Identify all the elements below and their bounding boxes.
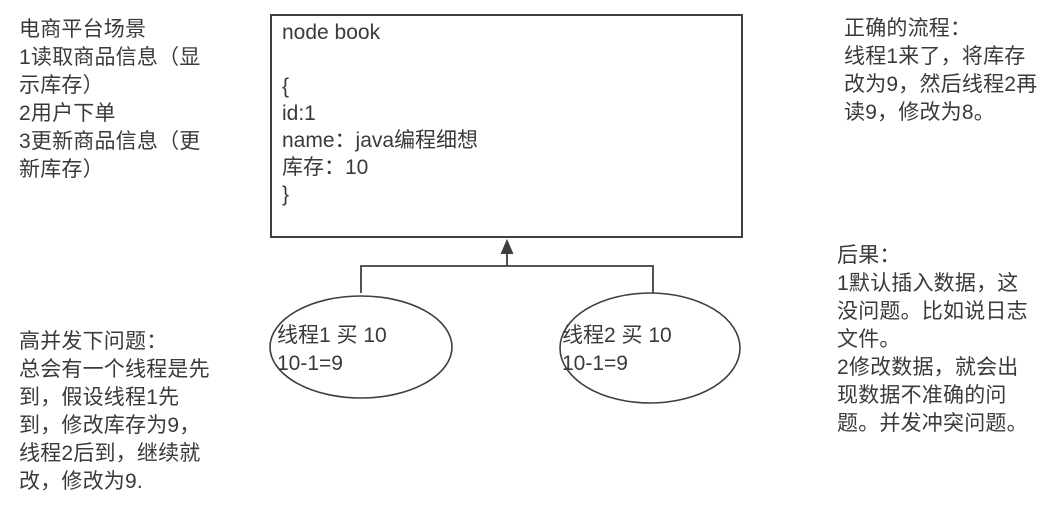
connector-bracket — [360, 265, 654, 293]
consequence-note: 后果： 1默认插入数据，这 没问题。比如说日志 文件。 2修改数据，就会出 现数… — [837, 244, 1028, 435]
scenario-note: 电商平台场景 1读取商品信息（显 示库存） 2用户下单 3更新商品信息（更 新库… — [19, 18, 201, 181]
node-book-box: node book { id:1 name：java编程细想 库存：10 } — [270, 14, 743, 238]
arrow-up-icon — [500, 239, 514, 254]
correct-flow-note: 正确的流程： 线程1来了，将库存 改为9，然后线程2再 读9，修改为8。 — [844, 17, 1038, 124]
thread1-label: 线程1 买 10 10-1=9 — [277, 324, 387, 375]
concurrency-problem-note: 高并发下问题： 总会有一个线程是先 到，假设线程1先 到，修改库存为9， 线程2… — [19, 330, 210, 493]
node-book-content: node book { id:1 name：java编程细想 库存：10 } — [282, 21, 479, 206]
thread2-label: 线程2 买 10 10-1=9 — [562, 324, 672, 375]
